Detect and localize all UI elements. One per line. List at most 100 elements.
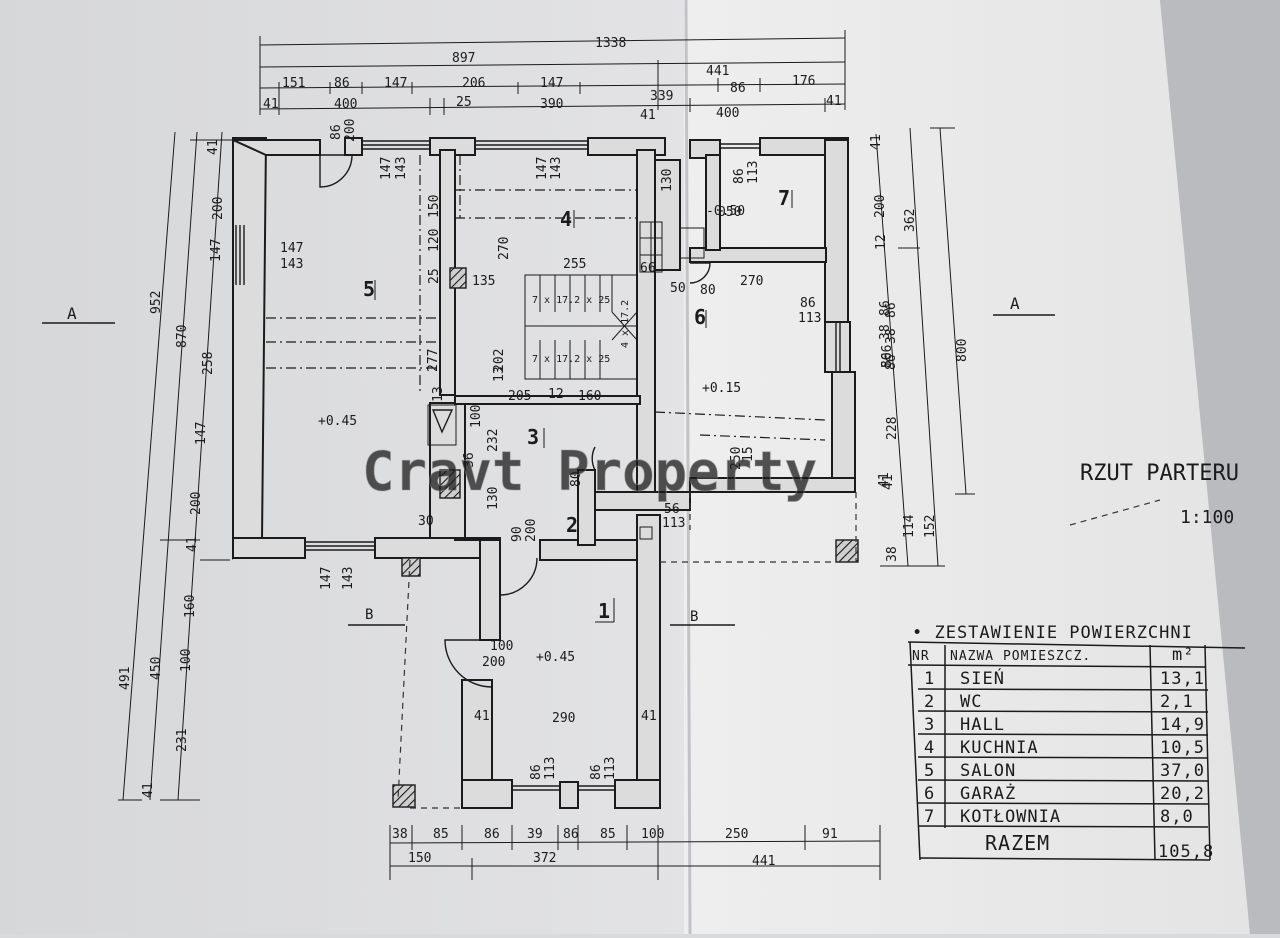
- interior-dim-4: 147: [535, 157, 550, 180]
- interior-dim-44: 270: [740, 274, 763, 289]
- bottom-dimension-labels: 38 85 86 39 86 85 100 250 91 150 372 441: [392, 827, 838, 869]
- section-a-right: A: [1010, 294, 1020, 313]
- dim-258: 258: [201, 352, 216, 375]
- dim-38-r: 38: [885, 546, 900, 562]
- dim-41-l1: 41: [206, 139, 221, 155]
- interior-dim-47: 50: [670, 281, 686, 296]
- room-number-underlines: [374, 190, 793, 623]
- paper-fold: [684, 0, 692, 935]
- table-col-nr: NR: [912, 649, 930, 664]
- stair-label-winder: 4 x 17.2: [620, 300, 631, 348]
- left-dimension-lines: [118, 131, 232, 801]
- interior-dim-18: 160: [578, 389, 601, 404]
- row2-nr: 2: [924, 692, 935, 712]
- plan-title: RZUT PARTERU: [1080, 461, 1239, 486]
- dim-114: 114: [902, 514, 917, 538]
- row4-nr: 4: [924, 738, 935, 758]
- interior-dim-57: 86: [884, 354, 899, 370]
- section-markers: [42, 314, 1055, 626]
- interior-dim-23: 30: [418, 514, 434, 529]
- interior-dim-13: 277: [426, 349, 441, 372]
- interior-dim-16: 205: [508, 389, 531, 404]
- interior-dim-14: 13: [492, 366, 507, 382]
- dim-86-r1: 86: [878, 300, 893, 316]
- dim-441: 441: [706, 64, 729, 79]
- dim-151: 151: [282, 76, 305, 91]
- interior-dim-40: 147: [280, 241, 303, 256]
- dim-231: 231: [175, 729, 190, 752]
- room-number-1: 1: [598, 599, 610, 623]
- dim-200-l2: 200: [189, 492, 204, 515]
- interior-dim-28: 113: [662, 516, 685, 531]
- interior-dim-9: 25: [427, 268, 442, 284]
- interior-dim-7: 120: [427, 229, 442, 252]
- dashed-axes: [266, 155, 857, 809]
- dim-91: 91: [822, 827, 838, 842]
- interior-dim-5: 143: [549, 157, 564, 180]
- plan-scale: 1:100: [1180, 507, 1234, 528]
- row1-nr: 1: [924, 669, 935, 689]
- kitchen-fittings: [427, 221, 705, 540]
- dim-400a: 400: [334, 97, 357, 112]
- dim-41b: 41: [640, 108, 656, 123]
- dim-86a: 86: [334, 76, 350, 91]
- interior-dim-21: 36: [462, 452, 477, 468]
- dim-100-l: 100: [179, 649, 194, 672]
- interior-dim-55: 86: [884, 302, 899, 318]
- interior-dim-11: 255: [563, 257, 586, 272]
- interior-dim-56: 38: [884, 328, 899, 344]
- interior-dimension-labels: 86 200 147 143 147 143 150 120 270 25 13…: [280, 119, 899, 780]
- interior-dim-37: 113: [603, 757, 618, 780]
- interior-dim-48: 66: [640, 261, 656, 276]
- section-b-right: B: [690, 609, 698, 625]
- interior-dim-43: 113: [746, 161, 761, 184]
- dim-339: 339: [650, 89, 673, 104]
- level-boiler: -0.50: [706, 204, 745, 219]
- interior-dim-39: 143: [341, 567, 356, 590]
- dim-250-b: 250: [725, 827, 748, 842]
- row5-name: SALON: [960, 761, 1016, 781]
- dim-390: 390: [540, 97, 563, 112]
- total-label: RAZEM: [985, 831, 1050, 855]
- room-number-2: 2: [566, 513, 578, 537]
- level-entry: +0.45: [536, 650, 575, 665]
- watermark: Cravt Property: [362, 440, 817, 503]
- row3-area: 14,9: [1160, 715, 1205, 735]
- dim-147-l1: 147: [209, 239, 224, 262]
- dim-41-r: 41: [877, 472, 892, 488]
- row2-name: WC: [960, 692, 982, 712]
- dim-86b: 86: [730, 81, 746, 96]
- section-b-left: B: [365, 607, 373, 623]
- dim-41-l2: 41: [185, 536, 200, 552]
- stair-label-upper: 7 x 17.2 x 25: [532, 295, 610, 306]
- dim-147a: 147: [384, 76, 407, 91]
- row5-area: 37,0: [1160, 761, 1205, 781]
- dim-176: 176: [792, 74, 815, 89]
- room-number-4: 4: [560, 207, 572, 231]
- area-table: NR NAZWA POMIESZCZ. m² 1 SIEŃ 13,1 2 WC …: [912, 645, 1213, 862]
- level-salon: +0.45: [318, 414, 357, 429]
- left-dimension-labels: 952 491 870 450 41 200 147 258 147 200 4…: [118, 139, 226, 798]
- dim-25: 25: [456, 95, 472, 110]
- interior-dim-24: 80: [569, 471, 584, 487]
- interior-dim-32: 290: [552, 711, 575, 726]
- interior-dim-36: 86: [589, 764, 604, 780]
- interior-dim-50: 250: [729, 447, 744, 470]
- interior-dim-26: 200: [524, 519, 539, 542]
- section-labels: A A B B: [67, 294, 1020, 625]
- dim-100-b: 100: [641, 827, 664, 842]
- interior-dim-12: 202: [492, 349, 507, 372]
- row6-nr: 6: [924, 784, 935, 804]
- dim-147b: 147: [540, 76, 563, 91]
- dim-952: 952: [149, 291, 164, 314]
- row4-area: 10,5: [1160, 738, 1205, 758]
- room-number-5: 5: [363, 277, 375, 301]
- section-a-left: A: [67, 304, 77, 323]
- interior-dim-42: 86: [732, 168, 747, 184]
- dim-41-r1: 41: [869, 134, 884, 150]
- dim-200-l1: 200: [211, 197, 226, 220]
- hatched-blocks: [392, 267, 859, 808]
- table-heading: • ZESTAWIENIE POWIERZCHNI: [912, 623, 1193, 643]
- interior-dim-49: 130: [660, 169, 675, 192]
- interior-dim-31: 41: [474, 709, 490, 724]
